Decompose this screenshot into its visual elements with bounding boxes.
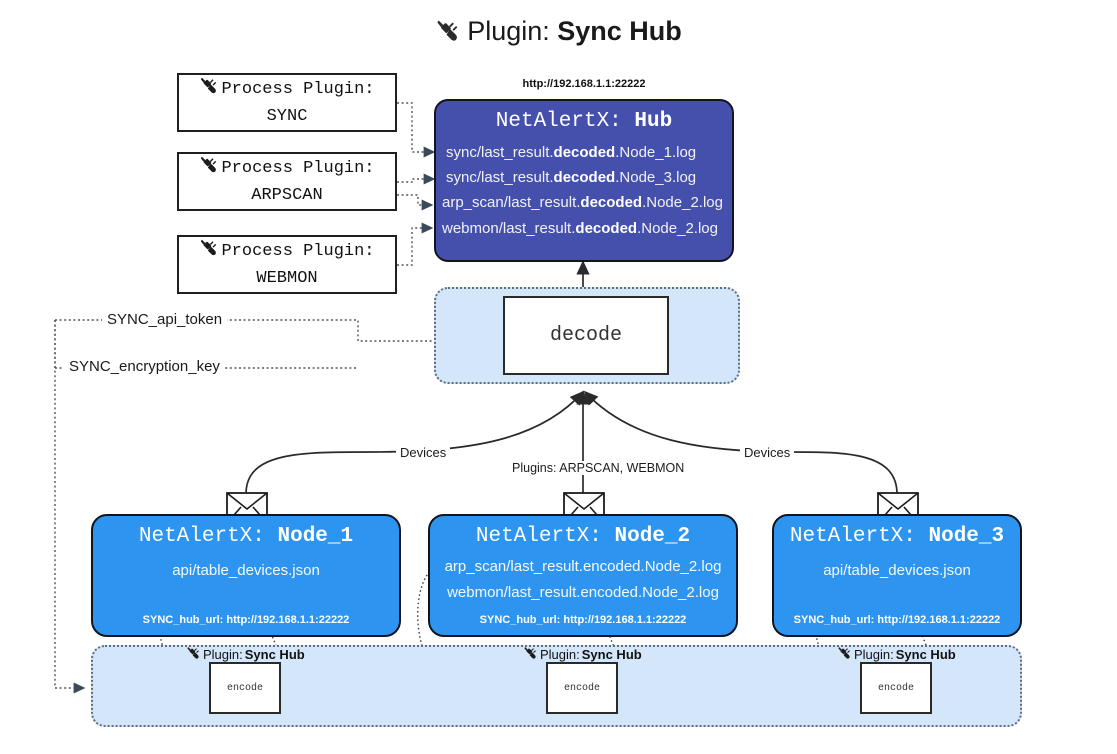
node-hub-url: SYNC_hub_url: http://192.168.1.1:22222 bbox=[793, 614, 1001, 626]
node-hub-url: SYNC_hub_url: http://192.168.1.1:22222 bbox=[142, 614, 350, 626]
encoder-plugin-name: Sync Hub bbox=[895, 646, 956, 662]
node-artifact-list: api/table_devices.json bbox=[774, 558, 1020, 584]
node-artifact-list: arp_scan/last_result.encoded.Node_2.log … bbox=[430, 554, 736, 606]
node-title: NetAlertX: Node_2 bbox=[475, 525, 691, 548]
node-box-3[interactable]: NetAlertX: Node_3 api/table_devices.json… bbox=[772, 514, 1022, 637]
plug-icon bbox=[523, 645, 538, 663]
node-box-2[interactable]: NetAlertX: Node_2 arp_scan/last_result.e… bbox=[428, 514, 738, 637]
hub-box[interactable]: NetAlertX: Hub sync/last_result.decoded.… bbox=[434, 99, 734, 262]
process-plugin-label: Process Plugin: bbox=[221, 158, 375, 178]
node-artifact: webmon/last_result.encoded.Node_2.log bbox=[447, 583, 719, 601]
process-plugin-label: Process Plugin: bbox=[221, 241, 375, 261]
encoder-plugin-prefix: Plugin: bbox=[203, 646, 243, 662]
process-plugin-name: SYNC bbox=[266, 107, 308, 126]
plug-icon bbox=[186, 645, 201, 663]
title-name: Sync Hub bbox=[557, 16, 682, 46]
decode-box[interactable]: decode bbox=[503, 296, 669, 375]
node-title: NetAlertX: Node_3 bbox=[789, 525, 1005, 548]
decode-label: decode bbox=[549, 324, 622, 347]
encode-label: encode bbox=[563, 682, 600, 694]
title-prefix: Plugin: bbox=[467, 16, 550, 46]
encoder-plugin-name: Sync Hub bbox=[581, 646, 642, 662]
plug-icon bbox=[435, 17, 461, 50]
hub-log-row: sync/last_result.decoded.Node_3.log bbox=[446, 169, 697, 187]
process-plugin-name: ARPSCAN bbox=[251, 186, 323, 205]
encoder-plugin-name: Sync Hub bbox=[244, 646, 305, 662]
page-title: Plugin: Sync Hub bbox=[0, 16, 1117, 50]
node-artifact: arp_scan/last_result.encoded.Node_2.log bbox=[444, 558, 722, 575]
plug-icon bbox=[199, 154, 219, 184]
encode-box-3[interactable]: encode bbox=[860, 662, 932, 714]
node-artifact: api/table_devices.json bbox=[172, 562, 320, 579]
edge-label-plugins: Plugins: ARPSCAN, WEBMON bbox=[508, 461, 689, 475]
process-plugin-name: WEBMON bbox=[256, 269, 318, 288]
hub-log-row: sync/last_result.decoded.Node_1.log bbox=[446, 144, 697, 161]
process-plugin-webmon[interactable]: Process Plugin: WEBMON bbox=[177, 235, 397, 294]
plug-icon bbox=[199, 237, 219, 267]
encode-label: encode bbox=[877, 682, 914, 694]
edge-label-devices-right: Devices bbox=[740, 445, 795, 460]
encode-label: encode bbox=[226, 682, 263, 694]
plug-icon bbox=[199, 75, 219, 105]
plug-icon bbox=[837, 645, 852, 663]
encoder-plugin-label-2: Plugin: Sync Hub bbox=[523, 645, 642, 663]
hub-log-row: webmon/last_result.decoded.Node_2.log bbox=[442, 219, 718, 237]
encode-box-1[interactable]: encode bbox=[209, 662, 281, 714]
node-title: NetAlertX: Node_1 bbox=[138, 525, 354, 548]
node-hub-url: SYNC_hub_url: http://192.168.1.1:22222 bbox=[479, 614, 687, 626]
sync-api-token-label: SYNC_api_token bbox=[102, 311, 228, 328]
edge-label-devices-left: Devices bbox=[396, 445, 451, 460]
process-plugin-sync[interactable]: Process Plugin: SYNC bbox=[177, 73, 397, 132]
hub-title-prefix: NetAlertX: bbox=[495, 110, 622, 133]
sync-encryption-key-label: SYNC_encryption_key bbox=[64, 358, 225, 375]
encode-box-2[interactable]: encode bbox=[546, 662, 618, 714]
encoder-plugin-label-1: Plugin: Sync Hub bbox=[186, 645, 305, 663]
hub-log-list: sync/last_result.decoded.Node_1.log sync… bbox=[436, 140, 732, 241]
process-plugin-arpscan[interactable]: Process Plugin: ARPSCAN bbox=[177, 152, 397, 211]
hub-url-label: http://192.168.1.1:22222 bbox=[522, 78, 646, 90]
hub-log-row: arp_scan/last_result.decoded.Node_2.log bbox=[442, 194, 723, 212]
hub-title: NetAlertX: Hub bbox=[436, 110, 732, 133]
process-plugin-label: Process Plugin: bbox=[221, 79, 375, 99]
node-artifact-list: api/table_devices.json bbox=[93, 558, 399, 584]
node-box-1[interactable]: NetAlertX: Node_1 api/table_devices.json… bbox=[91, 514, 401, 637]
encoder-plugin-label-3: Plugin: Sync Hub bbox=[837, 645, 956, 663]
encoder-plugin-prefix: Plugin: bbox=[854, 646, 894, 662]
encoder-plugin-prefix: Plugin: bbox=[540, 646, 580, 662]
node-artifact: api/table_devices.json bbox=[823, 562, 971, 579]
hub-title-name: Hub bbox=[634, 110, 673, 133]
